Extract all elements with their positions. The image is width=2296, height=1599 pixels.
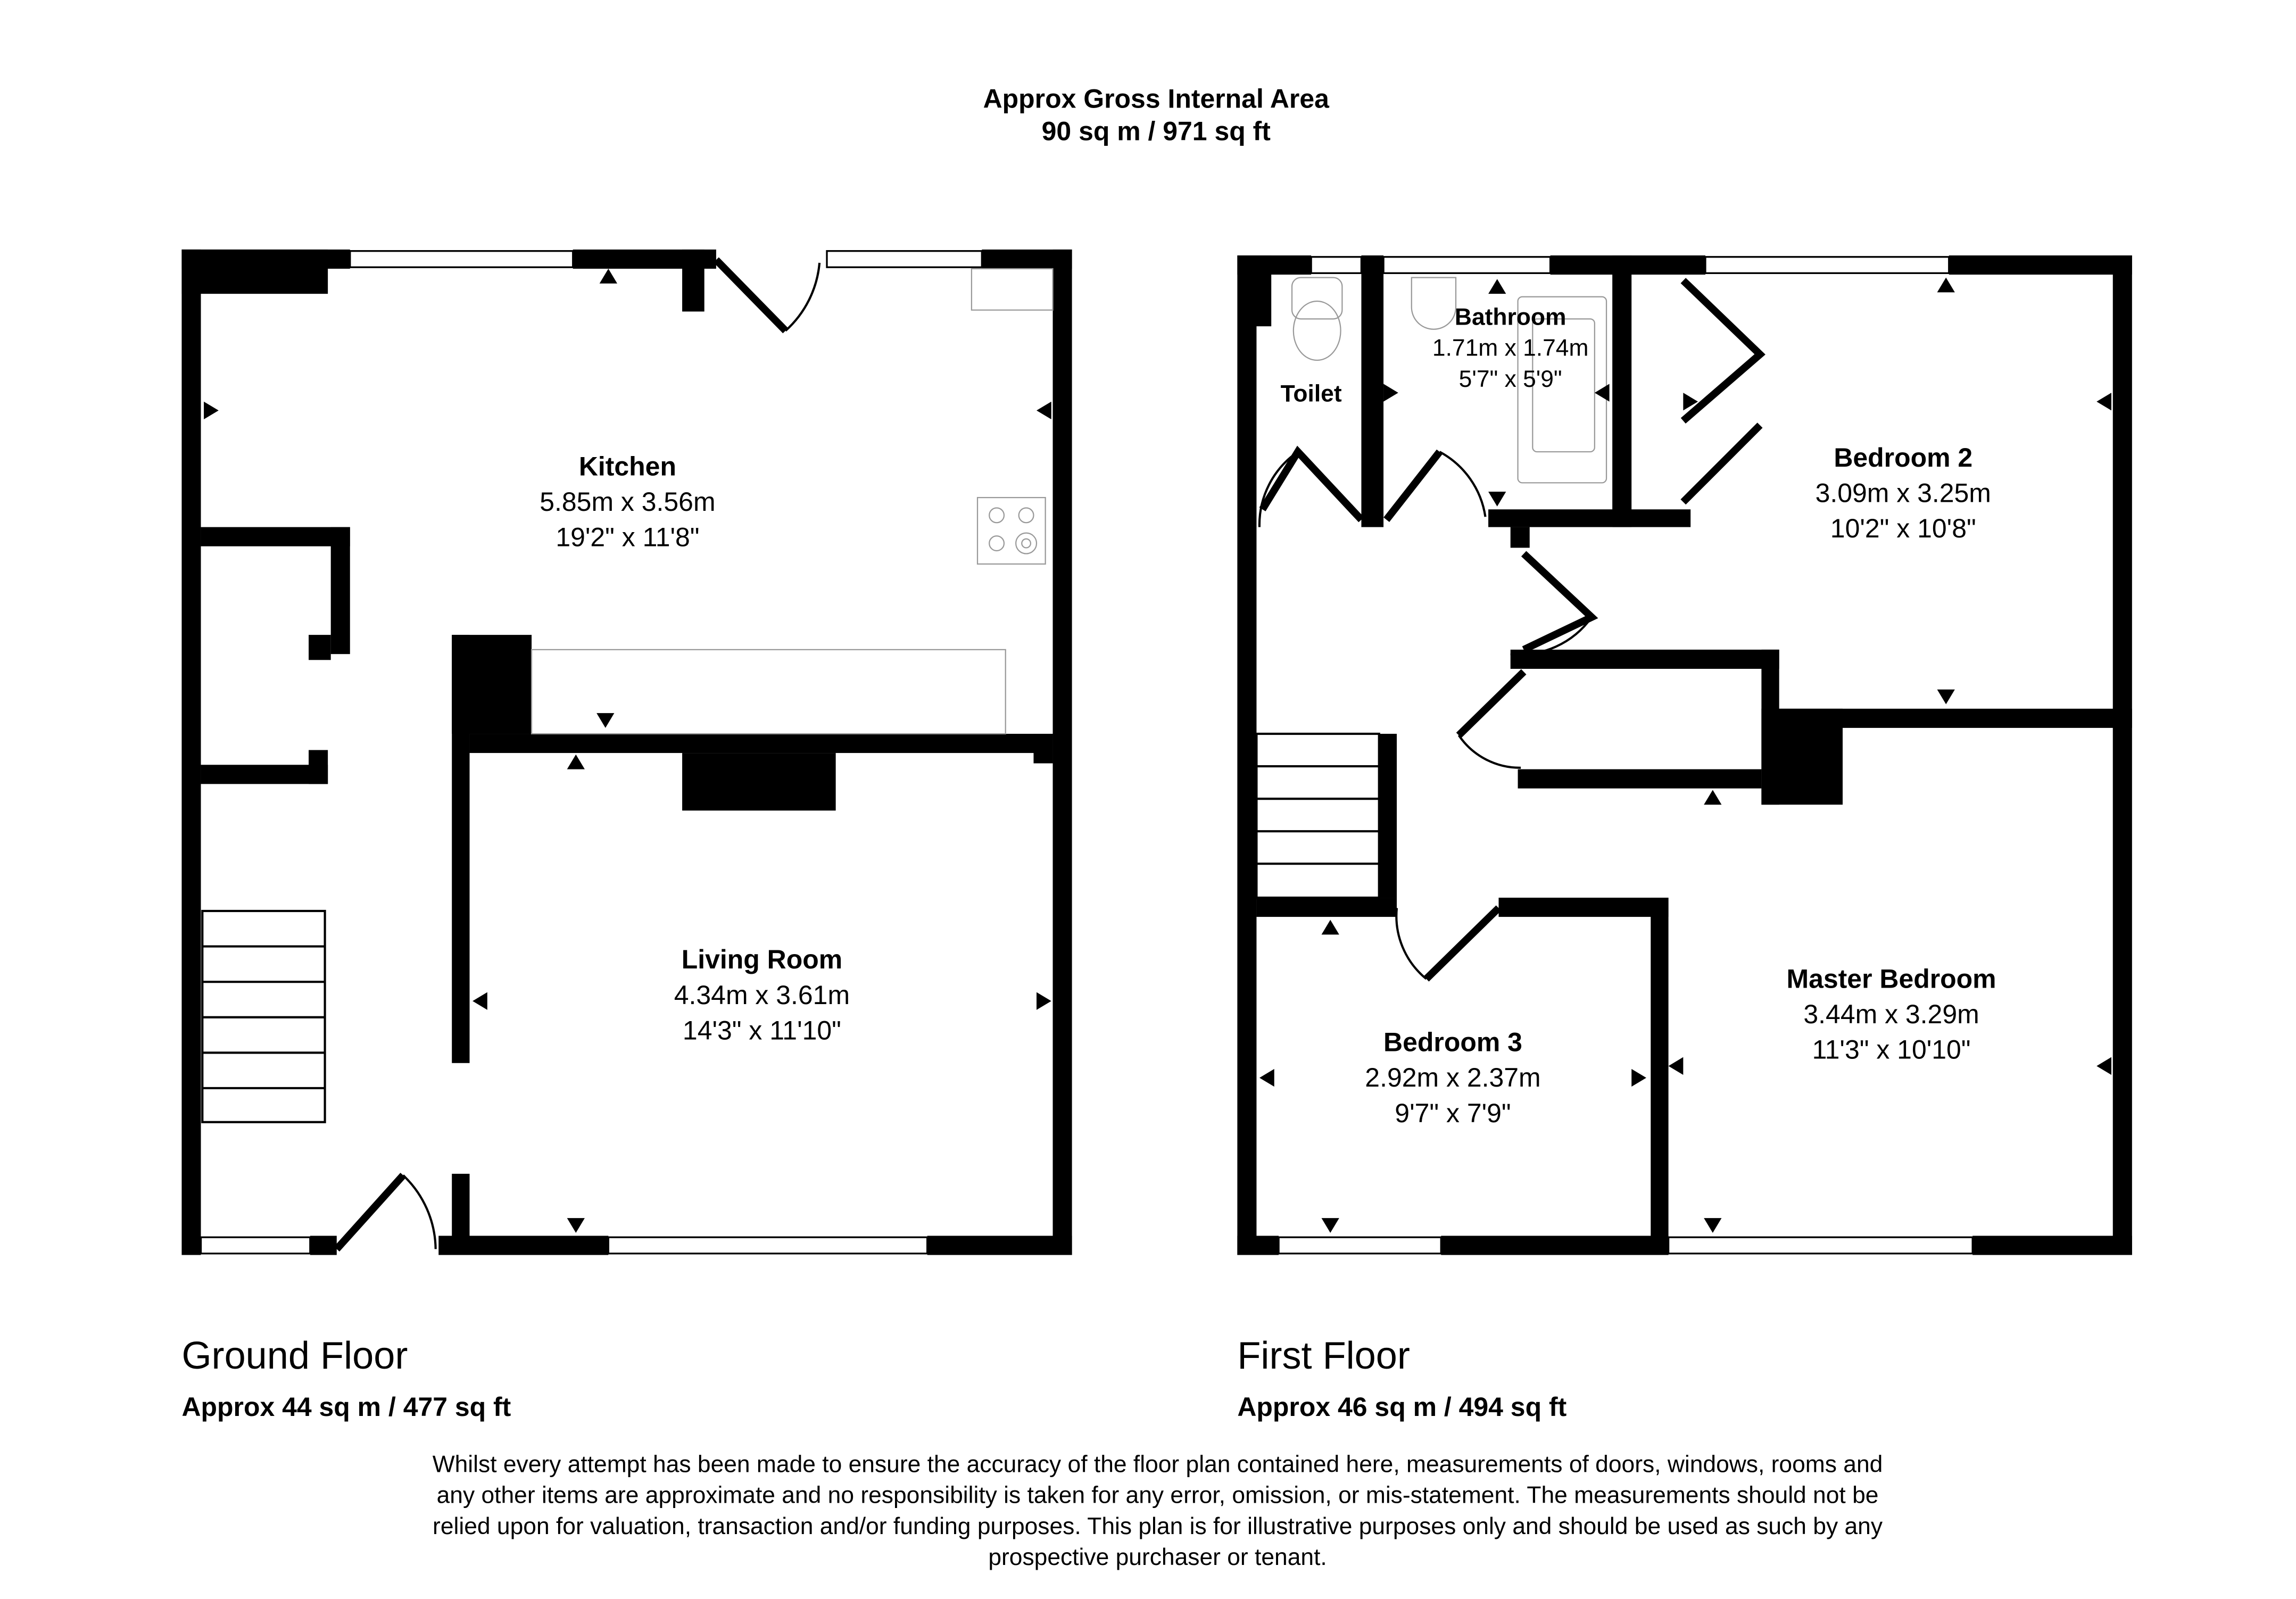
bedroom-3-metric: 2.92m x 2.37m xyxy=(1365,1063,1540,1092)
ground-floor-title: Ground Floor xyxy=(181,1335,408,1377)
toilet-label: Toilet xyxy=(1281,381,1342,407)
sink-icon xyxy=(1411,277,1457,330)
staircase xyxy=(201,909,326,1123)
kitchen-metric: 5.85m x 3.56m xyxy=(540,487,715,517)
staircase xyxy=(1255,732,1380,899)
disclaimer-line: prospective purchaser or tenant. xyxy=(988,1544,1327,1570)
gross-area-value: 90 sq m / 971 sq ft xyxy=(1042,117,1271,146)
kitchen-imperial: 19'2" x 11'8" xyxy=(556,523,699,552)
first-floor-area: Approx 46 sq m / 494 sq ft xyxy=(1237,1392,1566,1422)
bathroom-label: Bathroom xyxy=(1455,304,1566,330)
dimension-arrows xyxy=(204,268,1051,1233)
bathroom-imperial: 5'7" x 5'9" xyxy=(1459,366,1562,392)
master-bedroom-imperial: 11'3" x 10'10" xyxy=(1812,1034,1971,1064)
master-bedroom-label: Master Bedroom xyxy=(1787,964,1996,993)
first-floor-plan xyxy=(1237,255,2132,1255)
bathroom-metric: 1.71m x 1.74m xyxy=(1432,335,1589,361)
living-room-metric: 4.34m x 3.61m xyxy=(674,980,850,1010)
disclaimer: Whilst every attempt has been made to en… xyxy=(433,1451,1883,1570)
bedroom-2-imperial: 10'2" x 10'8" xyxy=(1830,513,1976,543)
first-floor-title: First Floor xyxy=(1237,1335,1410,1377)
gross-area-title: Approx Gross Internal Area xyxy=(983,84,1330,114)
bedroom-3-label: Bedroom 3 xyxy=(1383,1028,1522,1057)
bedroom-3-imperial: 9'7" x 7'9" xyxy=(1395,1098,1511,1128)
hob-icon xyxy=(976,496,1046,565)
toilet-icon xyxy=(1291,277,1343,361)
ground-floor-area: Approx 44 sq m / 477 sq ft xyxy=(181,1392,511,1422)
disclaimer-line: relied upon for valuation, transaction a… xyxy=(433,1513,1883,1539)
bedroom-2-metric: 3.09m x 3.25m xyxy=(1816,478,1991,508)
master-bedroom-metric: 3.44m x 3.29m xyxy=(1803,999,1979,1029)
ground-floor-plan xyxy=(181,249,1072,1255)
disclaimer-line: any other items are approximate and no r… xyxy=(437,1482,1879,1509)
living-room-label: Living Room xyxy=(682,945,842,974)
disclaimer-line: Whilst every attempt has been made to en… xyxy=(433,1451,1883,1477)
bedroom-2-label: Bedroom 2 xyxy=(1834,443,1972,473)
kitchen-label: Kitchen xyxy=(579,451,676,481)
living-room-imperial: 14'3" x 11'10" xyxy=(683,1015,841,1045)
dimension-arrows xyxy=(1259,277,2111,1233)
